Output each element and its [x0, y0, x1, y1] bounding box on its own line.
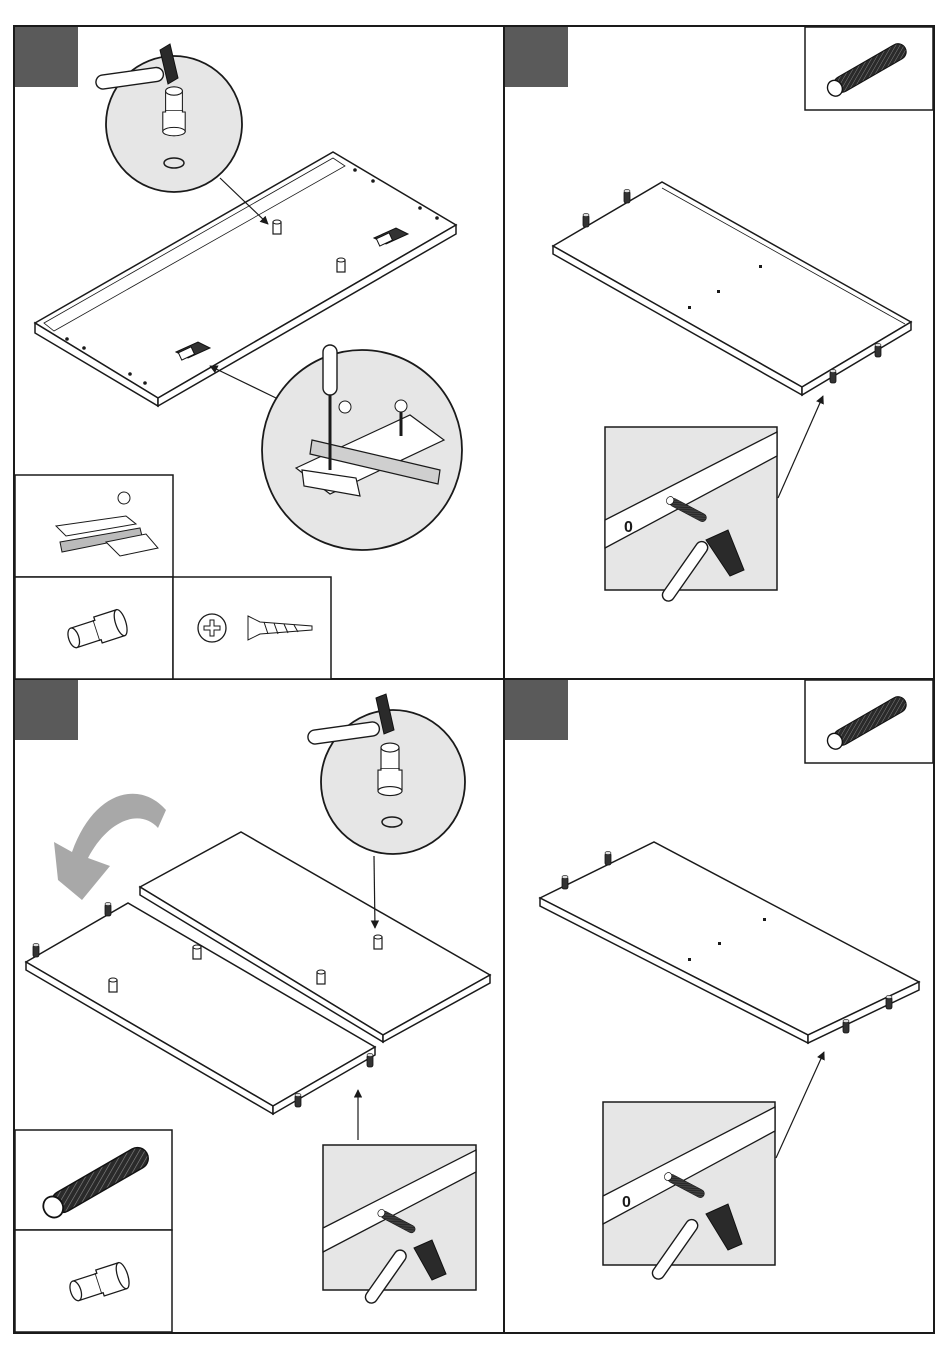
step-2-dowel-2 [624, 189, 630, 203]
step-3-peg-4 [374, 935, 382, 949]
step-1-peg-b [337, 258, 345, 272]
step-4-panel: 0 [505, 680, 933, 1281]
step-2-badge [505, 27, 568, 87]
step-2-detail-callout: 0 [605, 396, 823, 603]
step-4-badge [505, 680, 568, 740]
step-4-dowel-4 [886, 995, 892, 1009]
step-1-badge [15, 27, 78, 87]
step-2-board [553, 182, 911, 395]
step-3-dowel-4 [367, 1053, 373, 1067]
step-3-detail-callout [323, 1090, 476, 1305]
step-4-zero-mark: 0 [622, 1194, 631, 1211]
step-3-peg-3 [317, 970, 325, 984]
step-2-dowel-1 [583, 213, 589, 227]
step-2-zero-mark: 0 [624, 519, 633, 536]
step-3-panel [15, 680, 490, 1332]
step-2-dowel-4 [875, 343, 881, 357]
step-2-panel: 0 [505, 27, 933, 603]
step-1-peg-a [273, 220, 281, 234]
step-4-detail-callout: 0 [603, 1052, 824, 1281]
step-4-dowel-2 [605, 851, 611, 865]
step-4-dowel-3 [843, 1019, 849, 1033]
step-4-board [540, 842, 919, 1043]
step-2-dowel-3 [830, 369, 836, 383]
step-3-dowel-3 [295, 1093, 301, 1107]
step-3-peg-2 [109, 978, 117, 992]
step-1-screw-callout [210, 345, 462, 550]
step-1-dowel-callout [95, 44, 268, 224]
step-3-dowel-1 [33, 943, 39, 957]
step-3-badge [15, 680, 78, 740]
step-4-dowel-1 [562, 875, 568, 889]
step-1-panel [15, 27, 462, 679]
step-3-peg-1 [193, 945, 201, 959]
step-3-dowel-2 [105, 902, 111, 916]
